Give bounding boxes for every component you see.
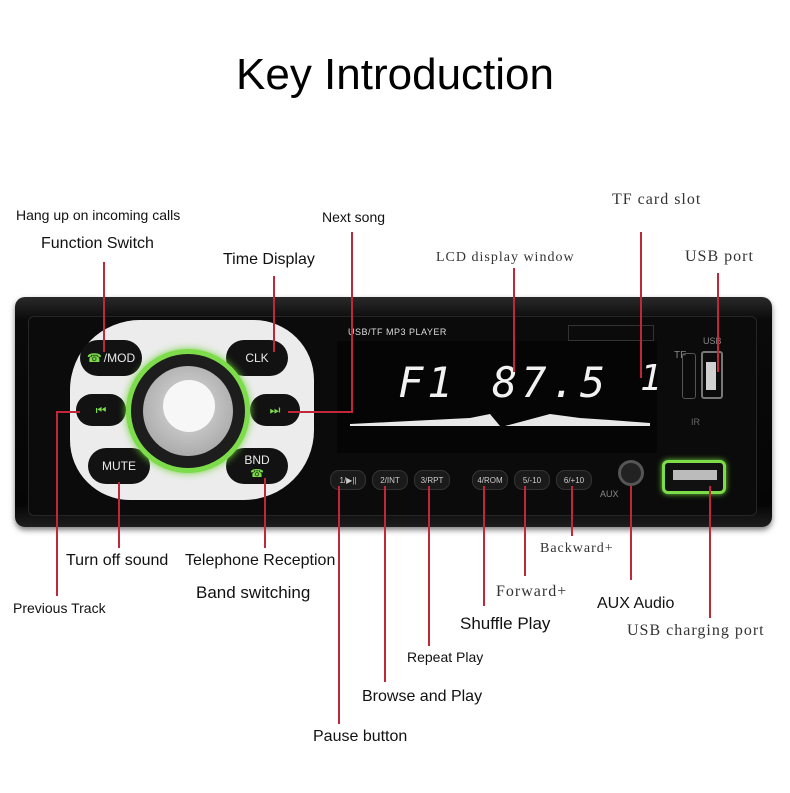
- preset-button-3[interactable]: 3/RPT: [414, 470, 450, 490]
- ir-label: IR: [691, 417, 700, 427]
- lcd-spectrum: [350, 414, 650, 426]
- mod-button-label: /MOD: [103, 351, 136, 365]
- label-tf-slot: TF card slot: [612, 191, 702, 208]
- usb-port-inner: [706, 362, 716, 390]
- phone-answer-icon: ☎: [250, 467, 264, 480]
- label-hangup: Hang up on incoming calls: [16, 207, 181, 223]
- preset-button-5[interactable]: 5/-10: [514, 470, 550, 490]
- label-lcd-window: LCD display window: [436, 250, 575, 265]
- tf-card-slot[interactable]: [682, 353, 696, 399]
- mute-button-label: MUTE: [102, 459, 136, 473]
- label-band-switching: Band switching: [196, 583, 311, 602]
- label-turn-off-sound: Turn off sound: [66, 552, 169, 569]
- usb-top-label: USB: [703, 336, 722, 346]
- bnd-button-label: BND: [244, 452, 270, 467]
- label-aux-audio: AUX Audio: [597, 595, 675, 612]
- leader-next-song: [288, 232, 353, 413]
- label-forward: Forward+: [496, 583, 568, 600]
- label-time-display: Time Display: [223, 251, 315, 268]
- label-usb-port: USB port: [685, 248, 754, 265]
- aux-jack[interactable]: [618, 460, 644, 486]
- tf-label: TF: [674, 350, 687, 361]
- prev-button[interactable]: ⏮: [76, 394, 126, 426]
- bnd-button[interactable]: BND ☎: [226, 448, 288, 484]
- usb-port[interactable]: [701, 351, 723, 399]
- label-repeat-play: Repeat Play: [407, 649, 484, 665]
- phone-hangup-icon: ☎: [86, 351, 102, 365]
- lcd-band: F1: [398, 358, 457, 407]
- label-function-switch: Function Switch: [41, 235, 154, 252]
- label-usb-charging: USB charging port: [627, 622, 765, 639]
- lcd-frequency: 87.5: [492, 358, 610, 407]
- preset-button-2[interactable]: 2/INT: [372, 470, 408, 490]
- preset-button-4[interactable]: 4/ROM: [472, 470, 508, 490]
- previous-track-icon: ⏮: [95, 402, 107, 417]
- label-next-song: Next song: [322, 209, 386, 225]
- next-track-icon: ⏭: [269, 402, 281, 417]
- clk-button[interactable]: CLK: [226, 340, 288, 376]
- volume-knob-cap: [163, 380, 215, 432]
- label-pause-button: Pause button: [313, 728, 408, 745]
- usb-charging-port-inner: [673, 470, 717, 480]
- preset-button-1[interactable]: 1/▶||: [330, 470, 366, 490]
- label-previous-track: Previous Track: [13, 600, 106, 616]
- preset-button-6[interactable]: 6/+10: [556, 470, 592, 490]
- next-button[interactable]: ⏭: [250, 394, 300, 426]
- label-telephone-reception: Telephone Reception: [185, 552, 336, 569]
- aux-jack-label: AUX: [600, 489, 619, 499]
- page-title: Key Introduction: [236, 50, 554, 99]
- lcd-header: USB/TF MP3 PLAYER: [348, 327, 447, 337]
- label-backward: Backward+: [540, 541, 614, 556]
- mute-button[interactable]: MUTE: [88, 448, 150, 484]
- ir-window: [568, 325, 654, 341]
- mod-button[interactable]: ☎ /MOD: [80, 340, 142, 376]
- lcd-channel: 1: [640, 358, 666, 399]
- clk-button-label: CLK: [245, 351, 269, 365]
- label-browse-play: Browse and Play: [362, 688, 483, 705]
- lcd-display: [337, 341, 657, 453]
- label-shuffle-play: Shuffle Play: [460, 614, 551, 633]
- leader-previous-track: [56, 411, 80, 596]
